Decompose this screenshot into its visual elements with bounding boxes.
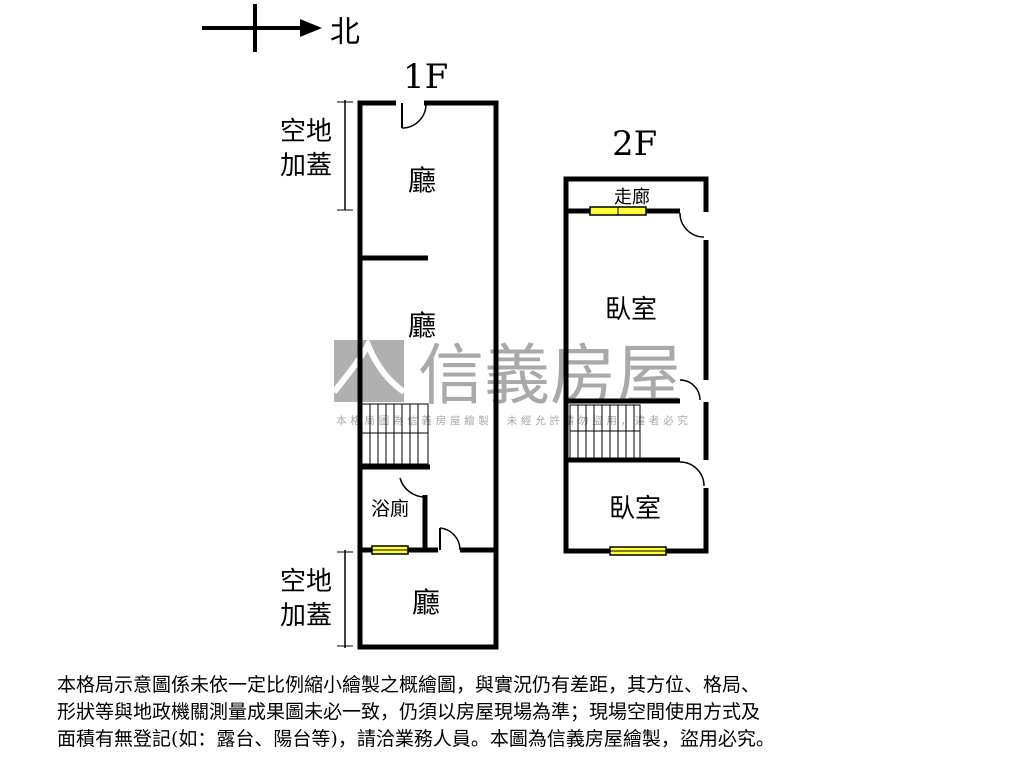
annex-label: 空地 — [280, 567, 332, 597]
annex-label: 加蓋 — [280, 601, 332, 631]
room-label: 走廊 — [614, 187, 650, 208]
room-label: 廳 — [408, 309, 436, 342]
floor-1 — [337, 100, 499, 650]
north-arrow-icon — [202, 4, 322, 52]
floor-2 — [563, 176, 709, 556]
floor-1-title: 1F — [403, 57, 448, 97]
disclaimer: 本格局示意圖係未依一定比例縮小繪製之概繪圖，與實況仍有差距，其方位、格局、 形狀… — [57, 672, 977, 753]
room-label: 臥室 — [609, 494, 661, 524]
room-label: 浴廁 — [371, 497, 409, 520]
watermark: 信義房屋 本格局圖為信義房屋繪製，未經允許請勿盜用，違者必究 — [331, 337, 689, 427]
room-label: 廳 — [408, 164, 436, 197]
compass-label: 北 — [330, 15, 360, 50]
disclaimer-line: 形狀等與地政機關測量成果圖未必一致，仍須以房屋現場為準；現場空間使用方式及 — [57, 701, 761, 723]
room-label: 廳 — [412, 586, 440, 619]
floor-2-title: 2F — [612, 124, 657, 164]
room-label: 臥室 — [605, 295, 657, 325]
annex-label: 空地 — [280, 117, 332, 147]
disclaimer-line: 面積有無登記(如：露台、陽台等)，請洽業務人員。本圖為信義房屋繪製，盜用必究。 — [57, 728, 775, 750]
annex-label: 加蓋 — [280, 151, 332, 181]
disclaimer-line: 本格局示意圖係未依一定比例縮小繪製之概繪圖，與實況仍有差距，其方位、格局、 — [57, 674, 761, 696]
watermark-notice: 本格局圖為信義房屋繪製，未經允許請勿盜用，違者必究 — [336, 414, 689, 427]
